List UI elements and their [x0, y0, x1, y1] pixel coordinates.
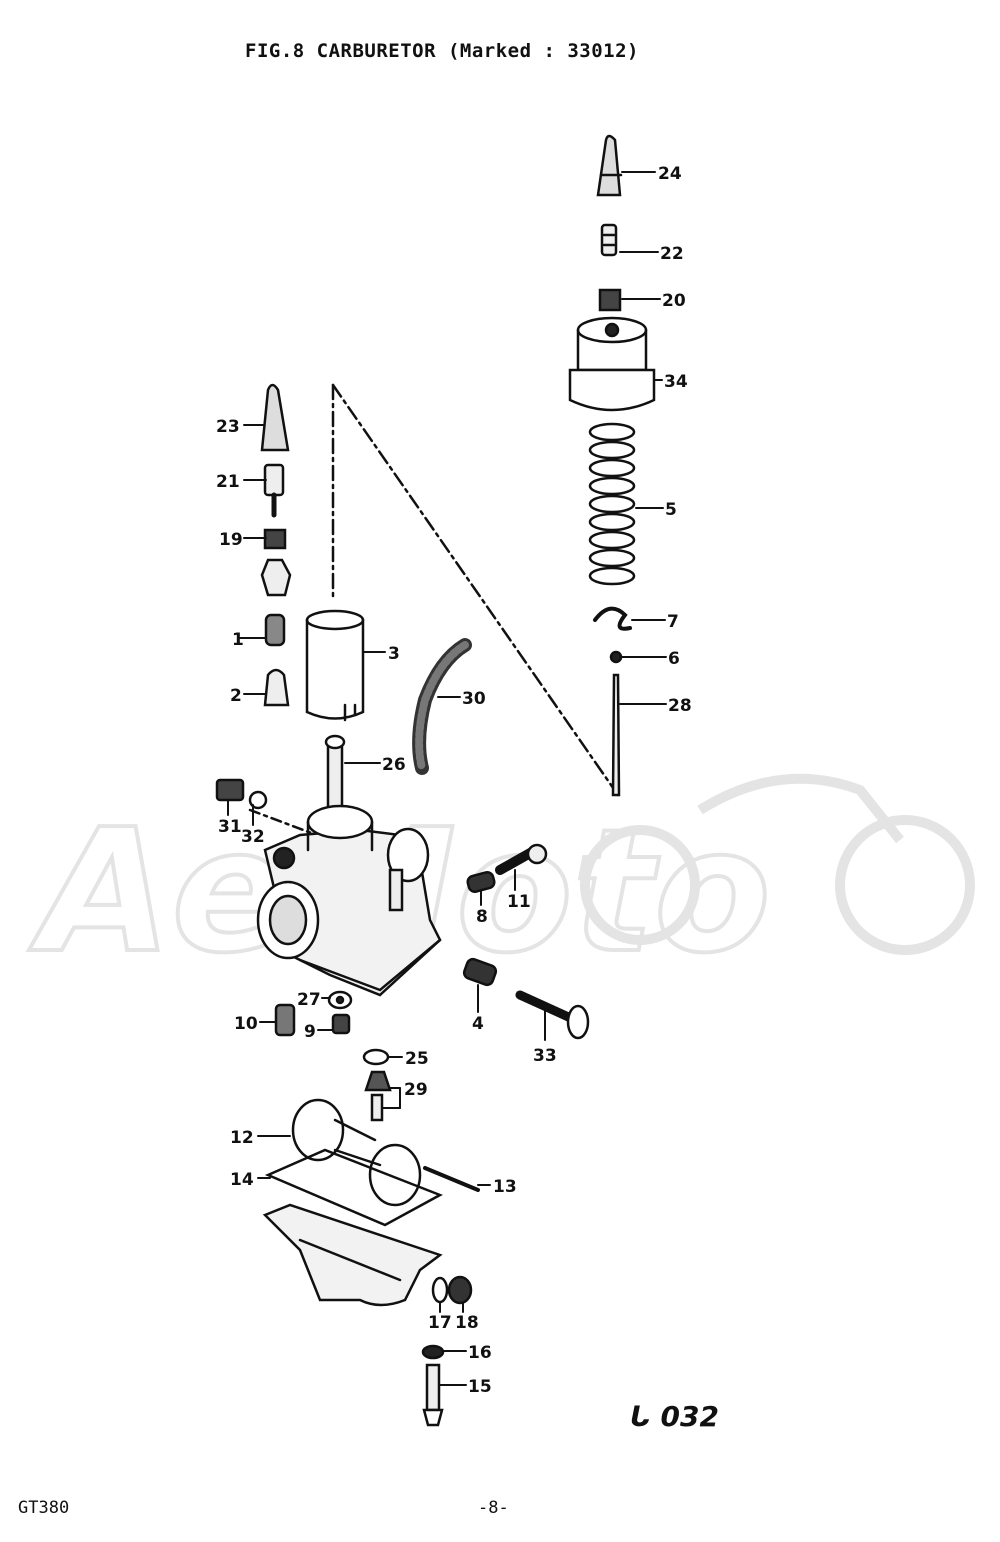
callout-labels: 24 22 20 34 5 7 6 28 23 21 19 1 2 3 30 2…	[216, 164, 692, 1397]
callout-9: 9	[304, 1022, 316, 1042]
part-5-spring	[588, 422, 636, 586]
part-18-drain-plug	[447, 1275, 473, 1305]
callout-29: 29	[404, 1080, 428, 1100]
callout-25: 25	[405, 1049, 429, 1069]
page-number: -8-	[478, 1498, 509, 1518]
part-4-screw	[462, 957, 498, 987]
part-17-washer	[431, 1276, 449, 1304]
callout-17: 17	[428, 1313, 452, 1333]
carburetor-body	[256, 804, 442, 997]
part-21-adjuster	[263, 463, 285, 518]
callout-16: 16	[468, 1343, 492, 1363]
part-8-screw	[466, 871, 496, 893]
part-25-washer	[362, 1048, 390, 1066]
callout-13: 13	[493, 1177, 517, 1197]
callout-15: 15	[468, 1377, 492, 1397]
part-12-float	[291, 1098, 422, 1207]
float-bowl	[262, 1203, 443, 1307]
callout-20: 20	[662, 291, 686, 311]
callout-31: 31	[218, 817, 242, 837]
callout-10: 10	[234, 1014, 258, 1034]
callout-1: 1	[232, 630, 244, 650]
callout-3: 3	[388, 644, 400, 664]
part-13-float-pin	[423, 1166, 480, 1192]
part-27-washer	[327, 990, 353, 1010]
callout-14: 14	[230, 1170, 254, 1190]
part-34-mixing-chamber-top	[568, 316, 656, 412]
starter-plunger-body	[260, 558, 292, 597]
page-title: FIG.8 CARBURETOR (Marked : 33012)	[245, 40, 639, 62]
part-19-nut	[263, 528, 287, 550]
callout-5: 5	[665, 500, 677, 520]
part-24-cap	[596, 134, 623, 197]
callout-22: 22	[660, 244, 684, 264]
dashdot-line	[331, 383, 620, 797]
callout-11: 11	[507, 892, 531, 912]
callout-33: 33	[533, 1046, 557, 1066]
part-9-jet	[331, 1013, 351, 1035]
part-10-jet	[274, 1003, 296, 1037]
part-26-guide-tube	[324, 734, 346, 822]
part-33-pilot-screw	[515, 990, 590, 1040]
part-30-hose	[412, 638, 472, 775]
model-label: GT380	[18, 1498, 70, 1518]
part-11-screw	[495, 843, 548, 875]
callout-8: 8	[476, 907, 488, 927]
callout-4: 4	[472, 1014, 484, 1034]
callout-18: 18	[455, 1313, 479, 1333]
part-1-spring	[264, 613, 286, 647]
part-32-washer	[248, 790, 268, 810]
callout-19: 19	[219, 530, 243, 550]
callout-6: 6	[668, 649, 680, 669]
watermark-motorcycle-icon	[580, 773, 975, 955]
part-22-adjuster	[600, 223, 618, 257]
part-23-cap	[260, 383, 290, 452]
part-6-washer	[609, 650, 623, 664]
callout-24: 24	[658, 164, 682, 184]
part-14-gasket	[264, 1148, 443, 1227]
callout-30: 30	[462, 689, 486, 709]
part-7-clip	[593, 606, 632, 631]
part-20-nut	[598, 288, 622, 312]
callout-32: 32	[241, 827, 265, 847]
part-15-bolt	[422, 1363, 444, 1427]
part-31-screw	[215, 778, 245, 802]
callout-28: 28	[668, 696, 692, 716]
part-28-jet-needle	[611, 673, 621, 797]
callout-34: 34	[664, 372, 688, 392]
callout-26: 26	[382, 755, 406, 775]
callout-2: 2	[230, 686, 242, 706]
callout-27: 27	[297, 990, 321, 1010]
callout-23: 23	[216, 417, 240, 437]
leader-lines	[227, 171, 667, 1386]
part-3-throttle-valve	[305, 609, 365, 722]
part-2-plunger	[263, 668, 290, 707]
callout-21: 21	[216, 472, 240, 492]
callout-12: 12	[230, 1128, 254, 1148]
part-16-washer	[421, 1344, 445, 1360]
diagram-code: ᒐ 032	[630, 1400, 720, 1433]
part-29-needle-valve	[364, 1070, 392, 1122]
callout-7: 7	[667, 612, 679, 632]
